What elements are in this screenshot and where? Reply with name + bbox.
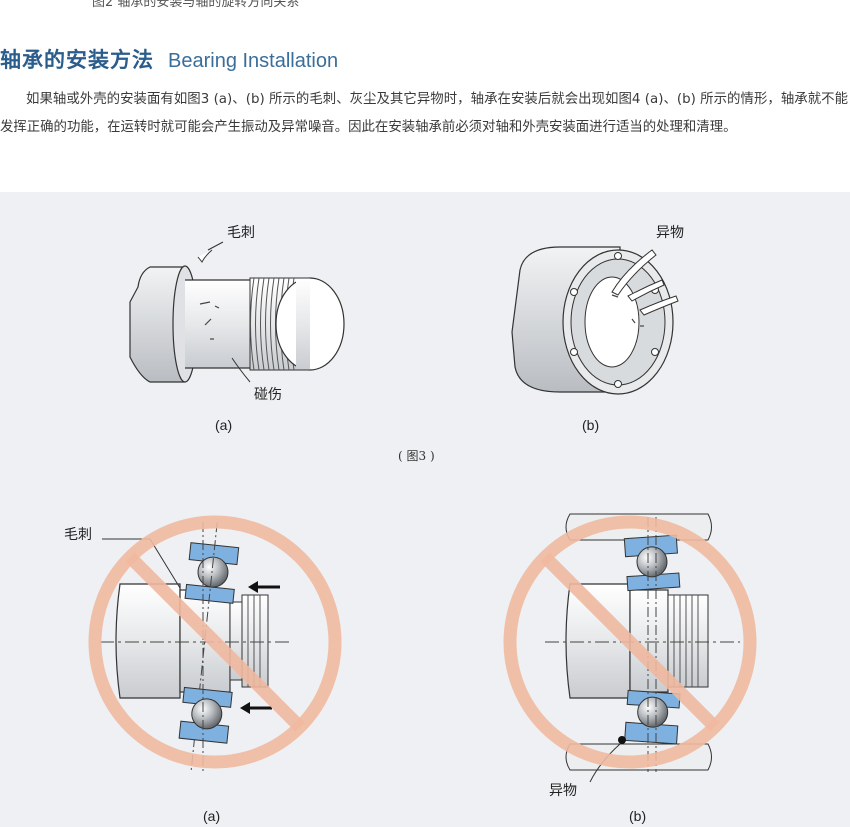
fig4a-sub-label: (a) [203,808,221,824]
fig4b-bearing-drawing [503,513,757,783]
section-title: 轴承的安装方法 Bearing Installation [0,44,338,74]
fig3a-burr-label: 毛刺 [227,225,255,241]
fig3-caption: ( 图3 ) [398,449,435,463]
fig4a-bearing-drawing [88,515,342,772]
figure-panel: 毛刺 碰伤 (a) 异物 (b) ( 图3 ) 毛刺 (a) 异物 (b) [0,192,850,827]
fig4b-foreign-label: 异物 [549,783,577,799]
previous-figure-caption: 图2 轴承的安装与轴的旋转方向关系 [92,0,300,10]
fig3a-sub-label: (a) [215,417,233,433]
fig3a-dent-label: 碰伤 [254,387,282,403]
section-title-en: Bearing Installation [168,50,339,72]
fig4a-burr-label: 毛刺 [64,527,92,543]
fig3a-shaft-drawing [129,241,345,383]
section-title-cn: 轴承的安装方法 [0,48,154,72]
body-paragraph: 如果轴或外壳的安装面有如图3 (a)、(b) 所示的毛刺、灰尘及其它异物时，轴承… [0,92,848,135]
fig3b-housing-drawing [511,246,679,395]
fig3b-foreign-label: 异物 [656,225,684,241]
fig3b-sub-label: (b) [582,417,600,433]
figure-drawings [88,241,757,783]
fig4b-sub-label: (b) [629,808,647,824]
